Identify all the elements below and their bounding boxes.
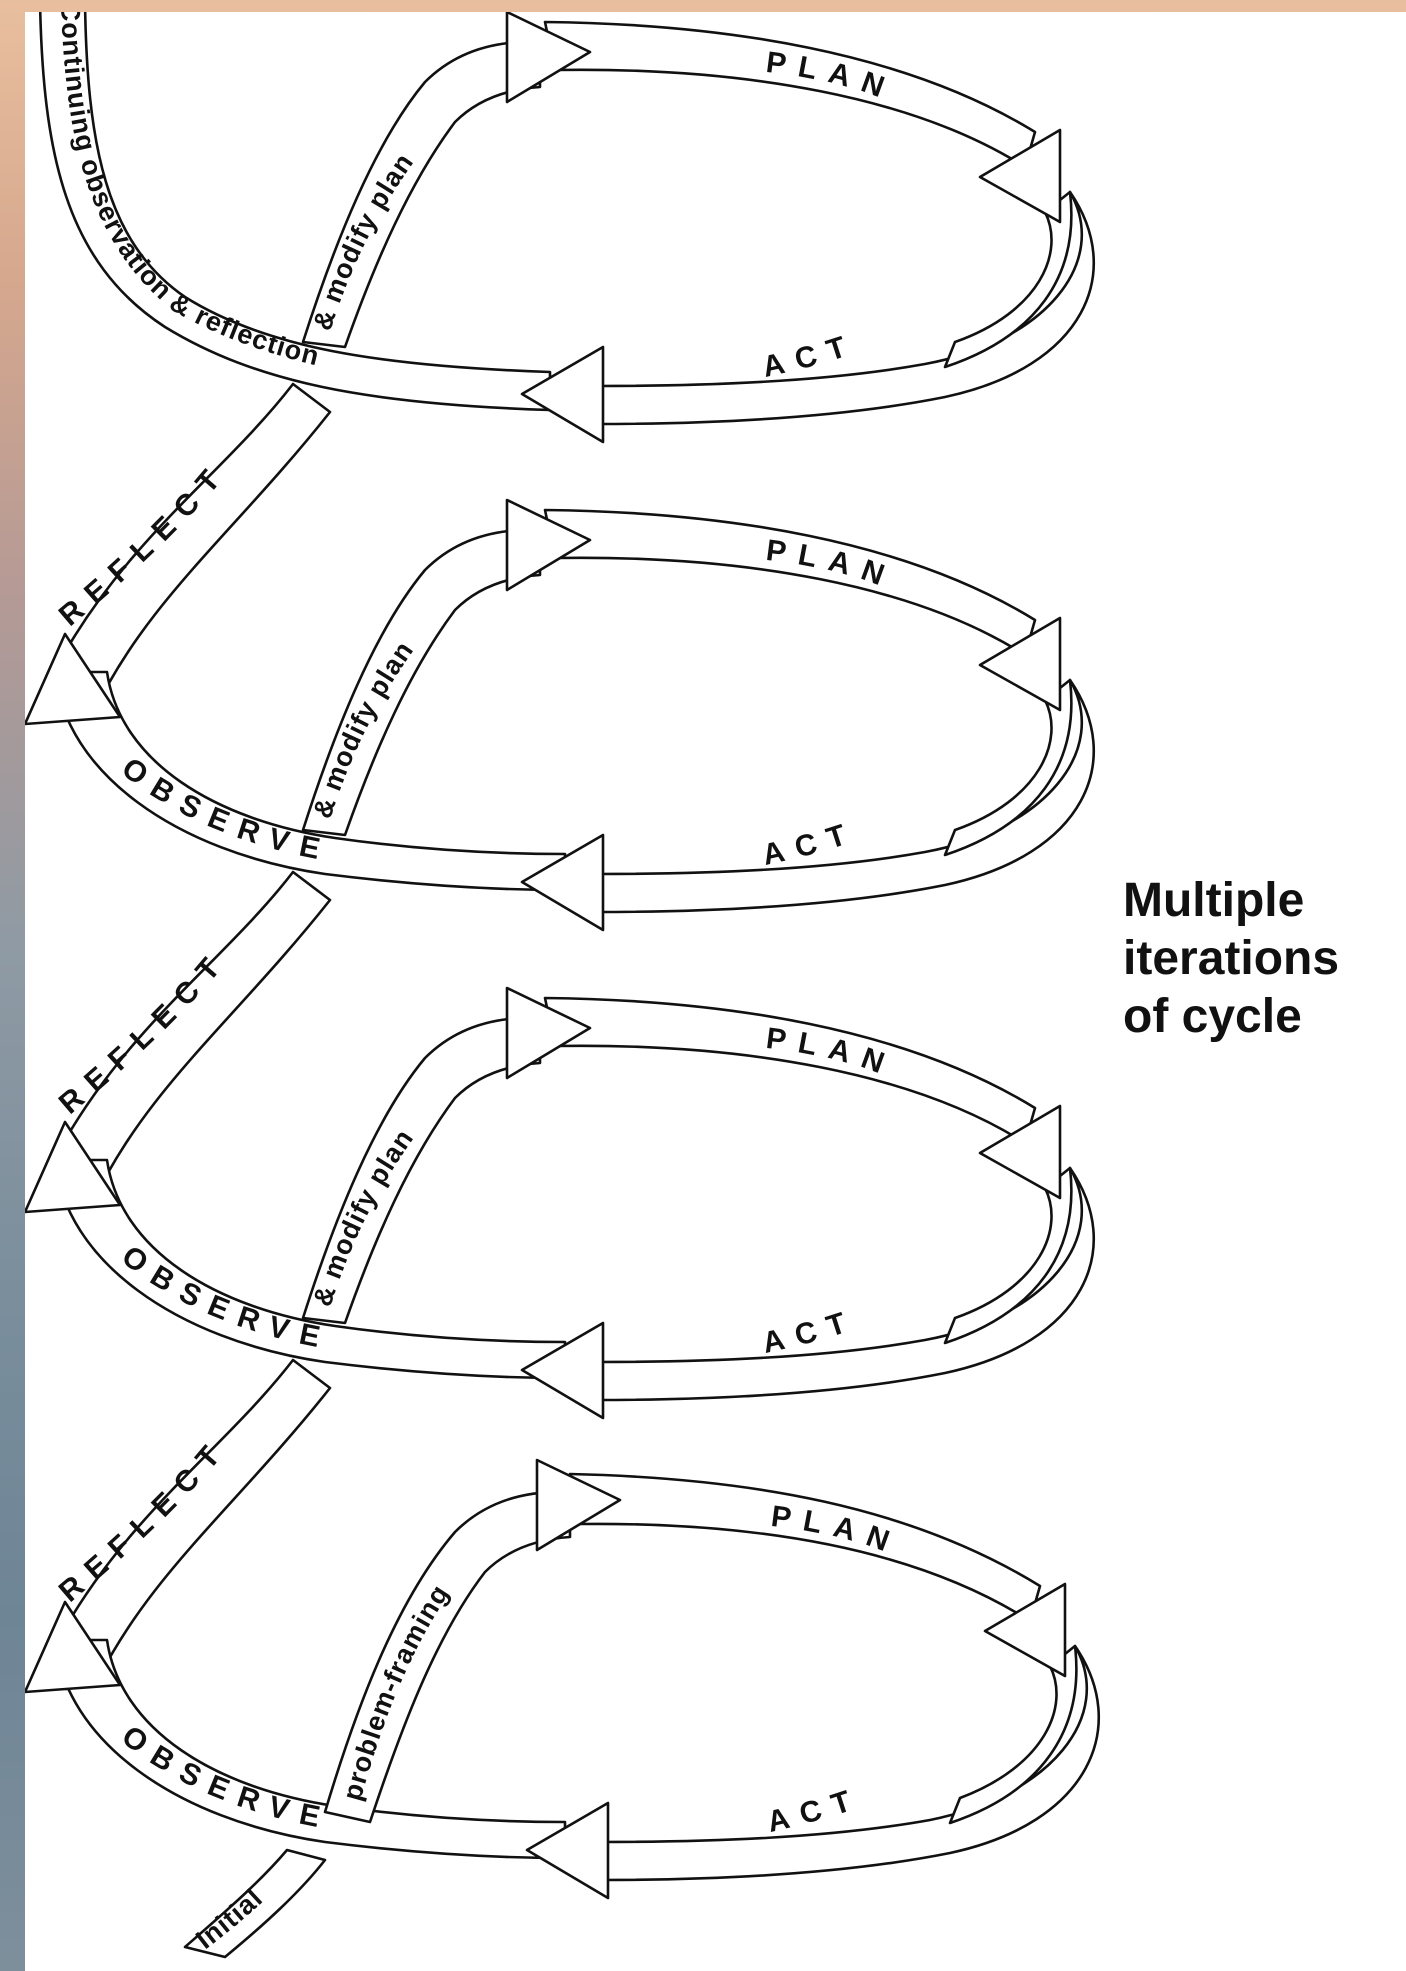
arrow-into-plan — [535, 1458, 622, 1552]
arrow-into-plan — [505, 498, 592, 592]
continuing-label: Continuing observation & reflection — [55, 12, 323, 371]
arrow-plan-to-act — [978, 128, 1062, 224]
plan-band — [568, 1472, 1042, 1623]
side-caption: Multiple iterations of cycle — [1123, 872, 1403, 1046]
caption-line-1: Multiple — [1123, 874, 1305, 927]
arrow-plan-to-act — [983, 1582, 1067, 1678]
modify-plan-label: & modify plan — [307, 635, 419, 822]
action-research-spiral: PLAN ACT Continuing observation & reflec… — [25, 12, 1100, 1959]
arrow-act-to-observe — [520, 345, 605, 444]
arrow-act-to-observe — [520, 1321, 605, 1420]
arrow-into-observe — [25, 1600, 122, 1694]
arrow-into-observe — [25, 632, 122, 726]
modify-plan-label: & modify plan — [307, 147, 419, 334]
arrow-into-plan — [505, 986, 592, 1080]
arrow-into-observe — [25, 1120, 122, 1214]
caption-line-2: iterations — [1123, 932, 1340, 985]
arrow-act-to-observe — [525, 1801, 610, 1900]
diagram-board: PLAN ACT Continuing observation & reflec… — [25, 12, 1406, 1971]
arrow-plan-to-act — [978, 616, 1062, 712]
initial-band — [183, 1848, 327, 1959]
plan-band — [543, 508, 1037, 657]
cycle-3: PLAN ACT OBSERVE & modify plan REFLECT — [25, 986, 1095, 1692]
caption-line-3: of cycle — [1123, 990, 1302, 1043]
arrow-act-to-observe — [520, 833, 605, 932]
arrow-into-plan — [505, 12, 592, 104]
modify-plan-label: & modify plan — [307, 1123, 419, 1310]
plan-band — [543, 996, 1037, 1145]
problem-framing-label: problem-framing — [337, 1579, 455, 1804]
plan-band — [543, 20, 1037, 169]
arrow-plan-to-act — [978, 1104, 1062, 1200]
